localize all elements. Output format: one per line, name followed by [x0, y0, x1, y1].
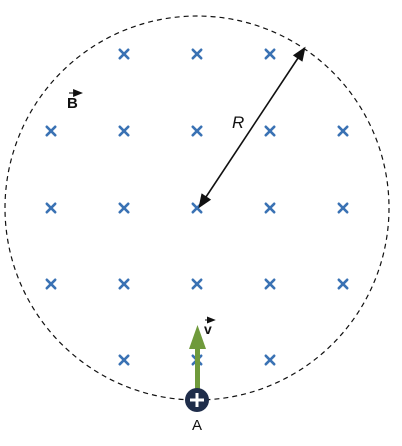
plus-icon-vertical [195, 393, 199, 407]
field-into-page-marker [191, 125, 203, 137]
field-markers [45, 48, 349, 366]
field-into-page-marker [264, 48, 276, 60]
field-into-page-marker [264, 202, 276, 214]
velocity-label: v [204, 321, 212, 337]
field-into-page-marker [191, 278, 203, 290]
field-label-group: B [67, 89, 83, 112]
field-into-page-marker [118, 278, 130, 290]
velocity-arrow-shaft [195, 347, 200, 390]
field-into-page-marker [337, 125, 349, 137]
field-into-page-marker [337, 202, 349, 214]
velocity-label-group: v [204, 316, 216, 337]
particle-label: A [192, 417, 202, 434]
field-into-page-marker [45, 125, 57, 137]
field-into-page-marker [118, 125, 130, 137]
field-into-page-marker [45, 202, 57, 214]
radius-arrow [198, 46, 306, 209]
field-into-page-marker [191, 48, 203, 60]
charged-particle [185, 388, 209, 412]
field-into-page-marker [118, 48, 130, 60]
field-into-page-marker [264, 125, 276, 137]
field-into-page-marker [45, 278, 57, 290]
velocity-arrow-head [189, 325, 206, 349]
field-into-page-marker [118, 354, 130, 366]
field-into-page-marker [264, 354, 276, 366]
velocity-vector [189, 325, 206, 390]
field-into-page-marker [118, 202, 130, 214]
field-into-page-marker [337, 278, 349, 290]
field-into-page-marker [264, 278, 276, 290]
field-label: B [67, 95, 78, 112]
radius-label: R [232, 113, 244, 132]
